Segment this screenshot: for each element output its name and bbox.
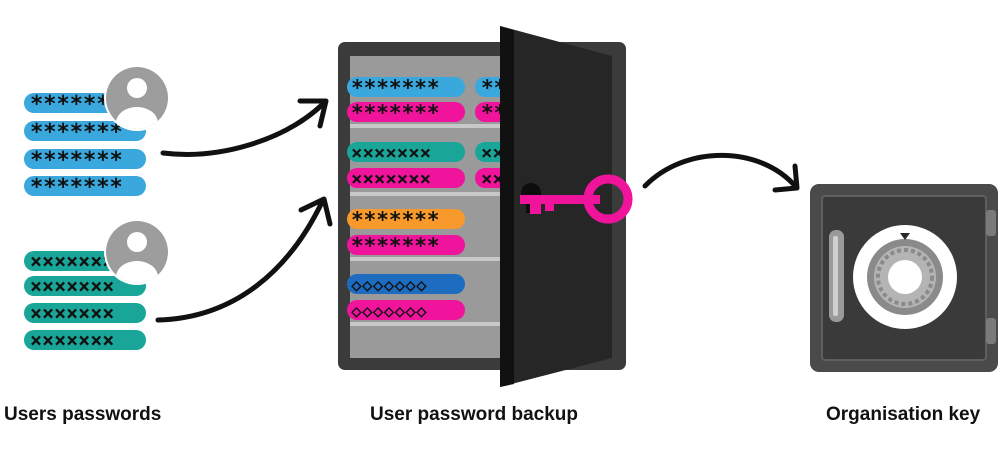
password-bar [24, 330, 146, 350]
caption-organisation-key: Organisation key [826, 404, 981, 425]
user-avatar-icon [104, 219, 170, 285]
combination-dial [853, 225, 957, 329]
cabinet-door [500, 26, 612, 387]
password-glyphs: ××××××× [30, 274, 114, 298]
password-glyphs: ××××××× [351, 168, 431, 190]
password-bar [347, 102, 465, 122]
safe-icon [810, 184, 998, 372]
password-bar [347, 77, 465, 97]
password-bar [24, 149, 146, 169]
password-glyphs: ××××××× [30, 249, 114, 273]
curved-arrow-icon [642, 152, 800, 193]
password-backup-cabinet: ******* ******* ******* ******* ××××××× … [338, 26, 633, 387]
caption-users-passwords: Users passwords [4, 404, 162, 425]
password-bar [347, 235, 465, 255]
password-glyphs: ******* [351, 208, 440, 232]
password-bar [347, 274, 465, 294]
password-glyphs: ××××××× [351, 142, 431, 164]
curved-arrow-icon [155, 196, 333, 323]
password-glyphs: ******* [351, 101, 440, 125]
password-glyphs: ******* [30, 120, 123, 145]
user-two-passwords: ××××××× ××××××× ××××××× ××××××× [24, 219, 170, 352]
password-glyphs: ××××××× [30, 328, 114, 352]
curved-arrow-icon [160, 98, 329, 157]
password-glyphs: ******* [351, 76, 440, 100]
caption-user-password-backup: User password backup [370, 404, 579, 425]
password-bar [347, 300, 465, 320]
password-glyphs: ××××××× [30, 301, 114, 325]
password-bar [24, 303, 146, 323]
password-bar [347, 142, 465, 162]
password-bar [24, 176, 146, 196]
password-glyphs: ******* [351, 234, 440, 258]
password-glyphs: ◇◇◇◇◇◇◇ [351, 301, 427, 322]
key-icon [520, 174, 633, 224]
password-glyphs: ******* [30, 148, 123, 173]
password-glyphs: ◇◇◇◇◇◇◇ [351, 275, 427, 296]
password-bar [24, 276, 146, 296]
user-avatar-icon [104, 65, 170, 131]
password-glyphs: ******* [30, 175, 123, 200]
password-bar [347, 209, 465, 229]
user-one-passwords: ******* ******* ******* ******* [24, 65, 170, 200]
password-bar [24, 121, 146, 141]
password-bar [347, 168, 465, 188]
